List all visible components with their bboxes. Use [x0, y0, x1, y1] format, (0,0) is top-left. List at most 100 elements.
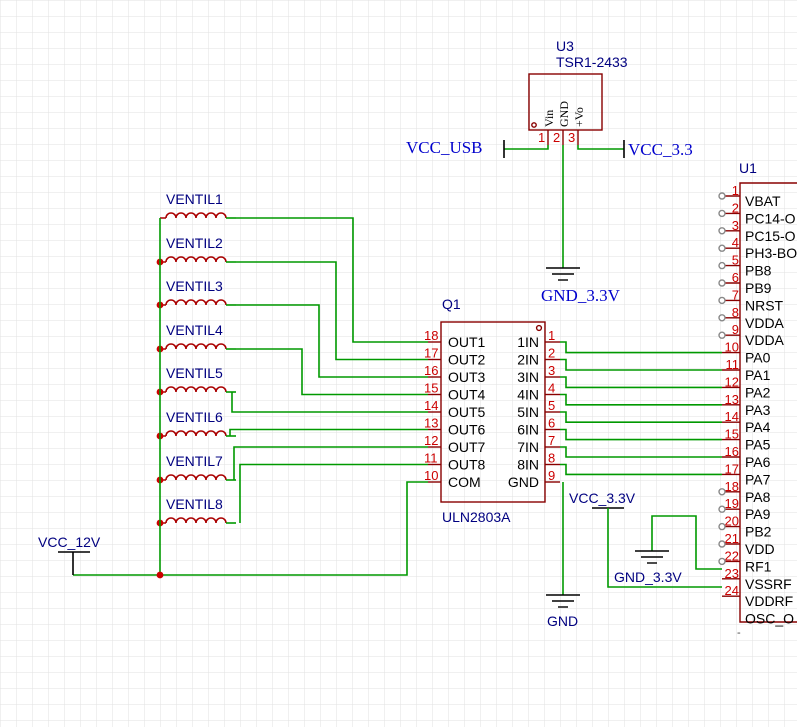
- u1-pin-name: RF1: [745, 558, 772, 574]
- u1-pin-name: PB9: [745, 280, 772, 296]
- wire-input-3[interactable]: [560, 376, 722, 389]
- ventil-coils[interactable]: VENTIL1VENTIL2VENTIL3VENTIL4VENTIL5VENTI…: [156, 191, 236, 527]
- q1-left-pin-name: OUT3: [448, 369, 486, 385]
- wire-input-7[interactable]: [560, 446, 722, 458]
- wire-gnd-3v3-mid[interactable]: [651, 515, 722, 570]
- u1-pin-name: PC14-O: [745, 210, 796, 226]
- u1-pin-name: VDD: [745, 541, 775, 557]
- q1-left-pin-num: 18: [424, 328, 438, 343]
- ventil-label: VENTIL5: [166, 365, 223, 381]
- u1-ref: U1: [739, 160, 757, 176]
- u1-mcu[interactable]: U1 1VBAT2PC14-O3PC15-O4PH3-BO5PB86PB97NR…: [718, 160, 797, 639]
- wire-vcc-3v3[interactable]: [577, 145, 624, 150]
- wire-vcc-3v3-mid[interactable]: [607, 508, 722, 588]
- wire-input-6[interactable]: [560, 428, 722, 441]
- q1-right-pin-num: 6: [548, 416, 555, 431]
- net-gnd-3v3-top: GND_3.3V: [541, 286, 621, 305]
- u1-pin-num: 15: [725, 427, 739, 442]
- q1-right-pin-name: 1IN: [517, 334, 539, 350]
- u1-pin-name: PA3: [745, 402, 771, 418]
- output-wires[interactable]: [229, 217, 428, 524]
- wire-output-7[interactable]: [233, 446, 428, 480]
- u1-pin-name: PA9: [745, 506, 771, 522]
- u1-pin-name: VBAT: [745, 193, 781, 209]
- u1-pin-name: PB8: [745, 263, 772, 279]
- wire-output-5[interactable]: [231, 392, 428, 413]
- q1-right-pin-num: 4: [548, 381, 555, 396]
- wire-output-2[interactable]: [236, 261, 428, 361]
- u1-pin-name: PA5: [745, 437, 771, 453]
- wire-input-2[interactable]: [560, 358, 722, 371]
- junction-vcc-12v: [156, 571, 164, 579]
- u1-pin-name: PA6: [745, 454, 771, 470]
- ventil-4[interactable]: VENTIL4: [156, 322, 236, 353]
- ventil-2[interactable]: VENTIL2: [156, 235, 236, 266]
- wire-vcc-usb[interactable]: [504, 145, 549, 150]
- u1-pin-open-end: [718, 522, 726, 531]
- gnd-3v3-top-symbol: [546, 267, 580, 281]
- ventil-label: VENTIL6: [166, 409, 223, 425]
- u1-pin-num: 4: [732, 235, 739, 250]
- u1-pin-num: 18: [725, 479, 739, 494]
- q1-left-pin-num: 14: [424, 398, 438, 413]
- wire-input-4[interactable]: [560, 393, 722, 406]
- u1-pin-num: 13: [725, 392, 739, 407]
- q1-right-pin-name: 4IN: [517, 387, 539, 403]
- wire-output-8[interactable]: [239, 463, 428, 524]
- ventil-7[interactable]: VENTIL7: [156, 453, 236, 484]
- u1-pin-num: 1: [732, 183, 739, 198]
- u1-pin-name: OSC_O: [745, 611, 794, 627]
- wire-input-1[interactable]: [560, 341, 722, 354]
- u1-pin-name: PA4: [745, 419, 771, 435]
- wire-output-1[interactable]: [236, 217, 428, 343]
- gnd-3v3-mid-symbol: [635, 550, 669, 564]
- u1-pin-name: PA7: [745, 471, 771, 487]
- wire-output-6[interactable]: [229, 428, 428, 437]
- q1-left-pin-num: 17: [424, 346, 438, 361]
- ventil-label: VENTIL3: [166, 278, 223, 294]
- coil-symbol: [160, 212, 227, 219]
- ventil-6[interactable]: VENTIL6: [156, 409, 236, 440]
- q1-left-pin-name: COM: [448, 474, 481, 490]
- wire-vcc-12v[interactable]: [73, 481, 428, 576]
- u1-pin-num: 17: [725, 461, 739, 476]
- ventil-1[interactable]: VENTIL1: [160, 191, 236, 219]
- gnd-symbol: [546, 594, 580, 608]
- q1-left-pin-name: OUT7: [448, 439, 486, 455]
- ventil-label: VENTIL8: [166, 496, 223, 512]
- net-gnd: GND: [547, 613, 578, 629]
- q1-right-pin-num: 2: [548, 346, 555, 361]
- u1-pin-num: 21: [725, 531, 739, 546]
- q1-right-pin-name: 3IN: [517, 369, 539, 385]
- u1-pin-num: 24: [725, 583, 739, 598]
- u1-pin-num: 14: [725, 409, 739, 424]
- wire-input-8[interactable]: [560, 463, 722, 476]
- ventil-label: VENTIL2: [166, 235, 223, 251]
- net-gnd-3v3-mid: GND_3.3V: [614, 569, 682, 585]
- u1-pin-num: 3: [732, 218, 739, 233]
- wire-input-5[interactable]: [560, 411, 722, 423]
- u1-pin-open-end: [718, 209, 726, 218]
- q1-left-pin-num: 16: [424, 363, 438, 378]
- u3-pin3-num: 3: [568, 130, 575, 145]
- u1-pin-open-end: [718, 244, 726, 252]
- wire-output-3[interactable]: [236, 304, 428, 378]
- u1-pin-name: NRST: [745, 297, 784, 313]
- input-wires[interactable]: [560, 341, 722, 476]
- wire-output-4[interactable]: [236, 348, 428, 396]
- ventil-label: VENTIL1: [166, 191, 223, 207]
- u3-regulator[interactable]: U3 TSR1-2433 1 2 3 Vin GND +Vo: [528, 38, 628, 145]
- net-vcc-usb: VCC_USB: [406, 138, 483, 157]
- q1-left-pin-num: 12: [424, 433, 438, 448]
- q1-value: ULN2803A: [442, 509, 511, 525]
- q1-right-pin-num: 3: [548, 363, 555, 378]
- q1-right-pin-num: 5: [548, 398, 555, 413]
- net-vcc-3v3-mid: VCC_3.3V: [569, 490, 636, 506]
- q1-left-pin-name: OUT5: [448, 404, 486, 420]
- u1-pin-name: PC15-O: [745, 228, 796, 244]
- ventil-5[interactable]: VENTIL5: [156, 365, 236, 396]
